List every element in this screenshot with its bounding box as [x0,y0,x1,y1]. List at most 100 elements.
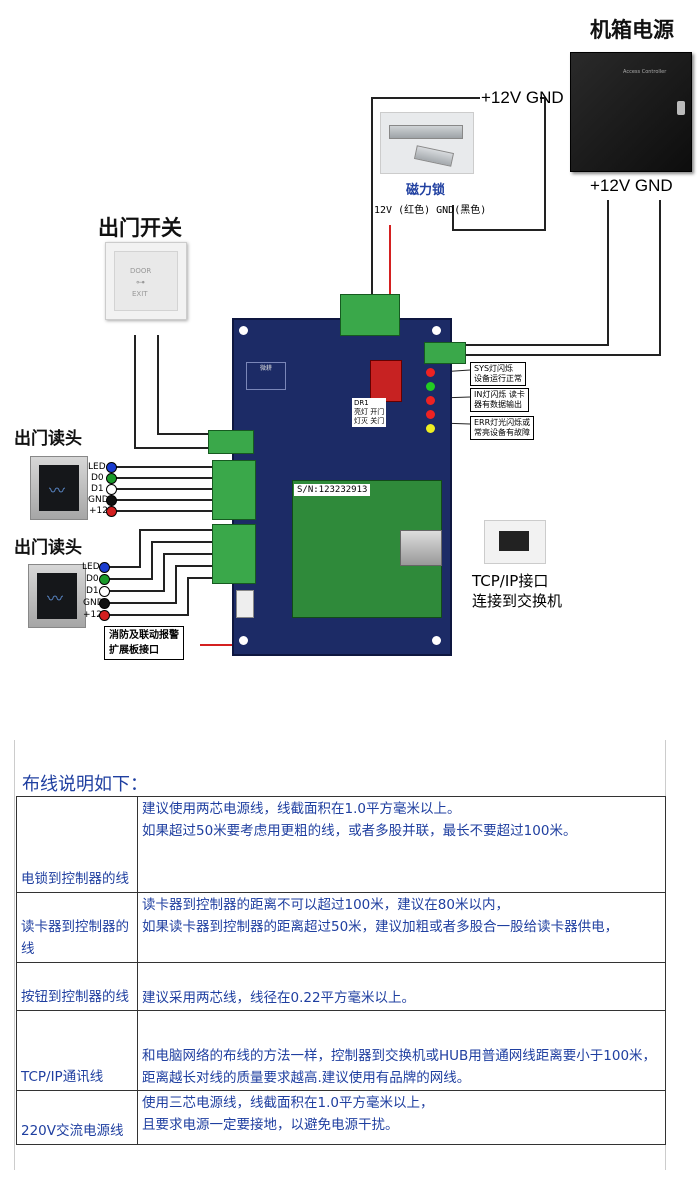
sys-note-line1: SYS灯闪烁 [474,364,514,373]
wiring-title: 布线说明如下： [22,774,148,795]
row-name: 220V交流电源线 [16,1090,138,1145]
desc-line: 读卡器到控制器的距离不可以超过100米，建议在80米以内， [142,897,509,913]
exit-switch-title: 出门开关 [98,216,182,240]
magnetic-lock-title: 磁力锁 [406,183,446,198]
mount-hole [432,636,441,645]
pin-dot-white [106,484,117,495]
wire-psu-12v [462,200,609,346]
row-desc: 读卡器到控制器的距离不可以超过100米，建议在80米以内， 如果读卡器到控制器的… [137,892,666,963]
reader2-image: 〰 [28,564,86,628]
wire-psu-gnd-top [452,97,546,231]
pin-label-gnd: GND [88,495,109,505]
pin-label-d1: D1 [86,586,99,596]
row-name: TCP/IP通讯线 [16,1010,138,1091]
desc-line: 如果超过50米要考虑用更粗的线，或者多股并联，最长不要超过100米。 [142,823,577,839]
pin-label-gnd: GND [83,598,104,608]
led-red [426,410,435,419]
wire-psu-gnd [462,200,661,356]
pin-label-d1: D1 [91,484,104,494]
pin-dot-red [106,506,117,517]
psu-wire-label: +12V GND [590,176,673,195]
terminal-power [424,342,466,364]
controller-board: 微耕 S/N:123232913 DR1 亮灯 开门 灯灭 关门 [232,318,452,656]
pin-dot-black [106,495,117,506]
row-name: 电锁到控制器的线 [16,796,138,893]
lock-wire-label: 12V (红色) GND(黑色) [374,205,487,216]
wiring-table: 电锁到控制器的线 建议使用两芯电源线，线截面积在1.0平方毫米以上。 如果超过5… [16,796,666,1145]
logo-label: 微耕 [246,362,286,390]
rj45-icon [484,520,546,564]
serial-label: S/N:123232913 [294,484,371,496]
wire-exit-2 [157,335,210,435]
led-green [426,382,435,391]
err-note-line1: ERR灯光闪烁或 [474,418,531,427]
relay [370,360,402,402]
sys-led-note: SYS灯闪烁 设备运行正常 [470,362,526,386]
exit-button-image: DOOR ⊶ EXIT [105,242,187,320]
wire-lock-12v [371,97,480,300]
mount-hole [239,636,248,645]
terminal-reader1 [212,460,256,520]
terminal-fire [236,590,254,618]
desc-line: 建议使用两芯电源线，线截面积在1.0平方毫米以上。 [142,801,461,817]
reader1-image: 〰 [30,456,88,520]
fire-alarm-note: 消防及联动报警 扩展板接口 [104,626,184,660]
wiring-instructions: 布线说明如下： 电锁到控制器的线 建议使用两芯电源线，线截面积在1.0平方毫米以… [14,740,666,1145]
mount-hole [239,326,248,335]
top-wire-label: +12V GND [481,88,564,107]
pin-label-12v: +12 [83,610,102,620]
err-note-line2: 常亮设备有故障 [474,428,530,437]
pin-dot-green [99,574,110,585]
terminal-exit [208,430,254,454]
dr1-note: DR1 亮灯 开门 灯灭 关门 [352,398,387,427]
magnetic-lock-image [380,112,474,174]
pin-label-12v: +12 [89,506,108,516]
tcpip-label-line1: TCP/IP接口 [472,572,549,590]
row-desc: 建议采用两芯线，线径在0.22平方毫米以上。 [137,962,666,1011]
rfid-icon: 〰 [47,589,64,608]
err-led-note: ERR灯光闪烁或 常亮设备有故障 [470,416,535,440]
table-row: 220V交流电源线 使用三芯电源线，线截面积在1.0平方毫米以上， 且要求电源一… [16,1090,666,1145]
led-red [426,396,435,405]
rj45-port [400,530,442,566]
row-name: 读卡器到控制器的线 [16,892,138,963]
wire-exit-1 [134,335,210,449]
pin-label-d0: D0 [86,574,99,584]
dr1-line2: 亮灯 开门 [354,408,385,416]
in-led-note: IN灯闪烁 读卡 器有数据输出 [470,388,529,412]
reader1-title: 出门读头 [14,429,82,449]
reader2-title: 出门读头 [14,538,82,558]
tcpip-label-line2: 连接到交换机 [472,592,563,610]
pin-label-d0: D0 [91,473,104,483]
pin-label-led: LED [82,562,100,572]
desc-line: 如果读卡器到控制器的距离超过50米，建议加粗或者多股合一股给读卡器供电， [142,919,619,935]
power-supply-box: Access Controller [570,52,692,172]
in-note-line2: 器有数据输出 [474,400,522,409]
chassis-power-title: 机箱电源 [590,18,674,42]
wiring-diagram: 机箱电源 Access Controller +12V GND +12V GND… [14,18,692,660]
exit-text: EXIT [132,290,148,298]
dr1-line1: DR1 [354,399,369,407]
row-name: 按钮到控制器的线 [16,962,138,1011]
row-desc: 和电脑网络的布线的方法一样，控制器到交换机或HUB用普通网线距离要小于100米，… [137,1010,666,1091]
pin-dot-blue [99,562,110,573]
pin-dot-white [99,586,110,597]
door-text: DOOR [130,267,152,275]
fire-note-line2: 扩展板接口 [109,645,159,656]
pin-dot-red [99,610,110,621]
sys-note-line2: 设备运行正常 [474,374,522,383]
pin-label-led: LED [88,462,106,472]
pin-dot-black [99,598,110,609]
psu-lock-icon [677,101,685,115]
led-yellow [426,424,435,433]
dr1-line3: 灯灭 关门 [354,417,385,425]
pin-dot-green [106,473,117,484]
desc-line: 和电脑网络的布线的方法一样，控制器到交换机或HUB用普通网线距离要小于100米，… [142,1048,657,1086]
table-row: TCP/IP通讯线 和电脑网络的布线的方法一样，控制器到交换机或HUB用普通网线… [16,1010,666,1091]
desc-line: 使用三芯电源线，线截面积在1.0平方毫米以上， [142,1095,434,1111]
mount-hole [432,326,441,335]
terminal-reader2 [212,524,256,584]
pin-dot-blue [106,462,117,473]
row-desc: 建议使用两芯电源线，线截面积在1.0平方毫米以上。 如果超过50米要考虑用更粗的… [137,796,666,893]
table-row: 电锁到控制器的线 建议使用两芯电源线，线截面积在1.0平方毫米以上。 如果超过5… [16,796,666,893]
